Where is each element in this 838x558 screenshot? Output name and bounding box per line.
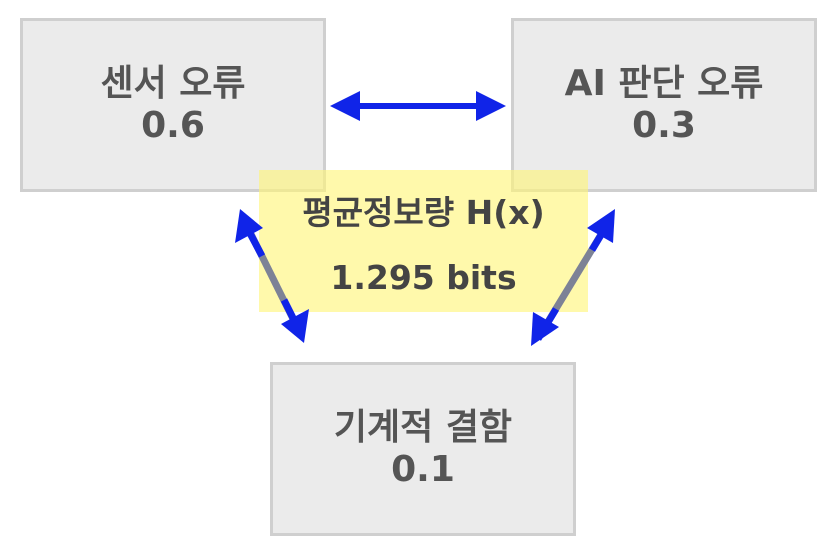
node-ai-judgment-error-label: AI 판단 오류 (564, 62, 764, 104)
node-mechanical-defect: 기계적 결함 0.1 (270, 362, 576, 536)
center-highlight (259, 170, 588, 312)
node-sensor-error: 센서 오류 0.6 (20, 18, 326, 192)
entropy-title: 평균정보량 H(x) (302, 193, 545, 232)
entropy-value: 1.295 bits (330, 258, 517, 297)
arrow-sensor-ai (330, 91, 506, 121)
arrow-ai-mechanical (531, 209, 615, 346)
node-mechanical-defect-label: 기계적 결함 (333, 406, 513, 448)
node-mechanical-defect-value: 0.1 (391, 449, 455, 490)
arrow-sensor-mechanical (235, 209, 309, 343)
node-ai-judgment-error-value: 0.3 (632, 105, 696, 146)
node-sensor-error-value: 0.6 (141, 105, 205, 146)
node-ai-judgment-error: AI 판단 오류 0.3 (511, 18, 817, 192)
node-sensor-error-label: 센서 오류 (100, 62, 246, 104)
